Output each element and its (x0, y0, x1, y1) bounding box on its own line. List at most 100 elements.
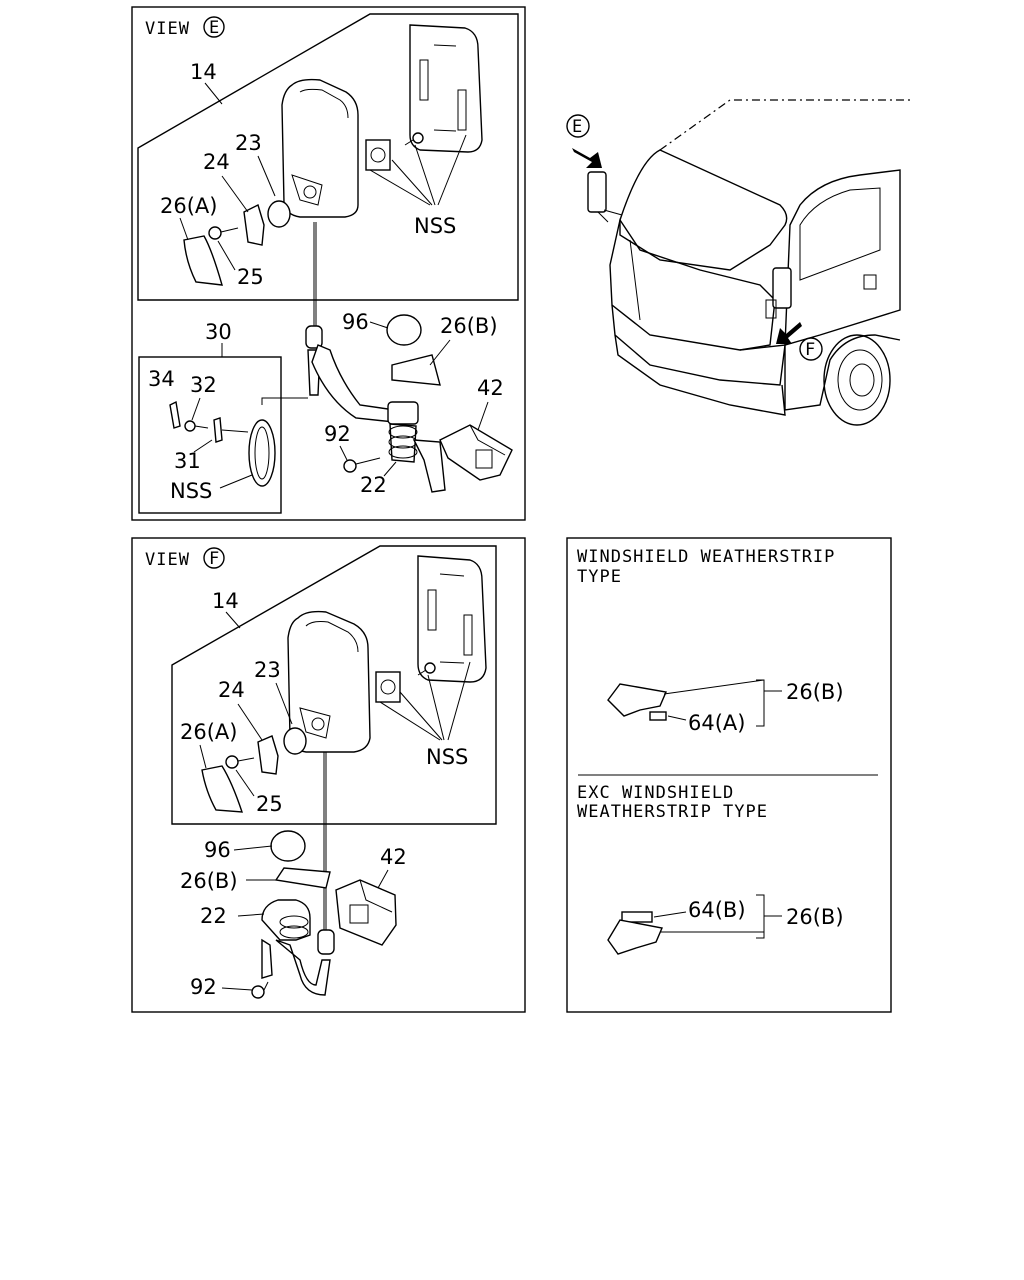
view-f-title-circle (203, 547, 225, 569)
windshield-part-26b (607, 683, 667, 717)
view-e-part-96 (386, 314, 422, 346)
truck-wheel (823, 334, 891, 426)
view-e-label-26a: 26(A) (160, 194, 217, 218)
view-e-label-14: 14 (190, 60, 217, 84)
view-f-label-26a: 26(A) (180, 720, 237, 744)
view-f-label-42: 42 (380, 845, 407, 869)
truck-fender (784, 334, 901, 411)
exc-label-26b: 26(B) (786, 905, 844, 929)
view-e-label-nss-top: NSS (414, 214, 456, 238)
view-e-label-25: 25 (237, 265, 264, 289)
view-e-title: VIEW (145, 19, 190, 39)
view-e-label-nss-bottom: NSS (170, 479, 212, 503)
view-e-label-31: 31 (174, 449, 201, 473)
truck-roof-line (659, 99, 910, 151)
view-e-label-24: 24 (203, 150, 230, 174)
windshield-label-26b: 26(B) (786, 680, 844, 704)
view-f-label-14: 14 (212, 589, 239, 613)
view-f-arm-assembly (261, 899, 335, 996)
view-f-label-24: 24 (218, 678, 245, 702)
view-e-part-42 (439, 424, 513, 481)
view-e-mirror-head (281, 78, 359, 218)
view-f-label-26b: 26(B) (180, 869, 238, 893)
view-e-frame (131, 6, 526, 521)
view-e-part-34 (169, 400, 181, 429)
windshield-part-64a (649, 711, 667, 721)
view-f-part-26b (274, 867, 331, 889)
truck-bumper-upper (611, 304, 786, 386)
exc-label-64b: 64(B) (688, 898, 746, 922)
view-e-label-92: 92 (324, 422, 351, 446)
marker-f-label: F (805, 340, 816, 360)
view-e-part-31 (213, 417, 223, 443)
view-f-part-42 (335, 879, 397, 946)
view-f-part-24 (257, 735, 279, 775)
view-e-arm-assembly (305, 325, 446, 493)
exc-type-line1: EXC WINDSHIELD (577, 783, 734, 803)
view-e-arrow-icon (572, 148, 602, 168)
windshield-type-line1: WINDSHIELD WEATHERSTRIP (577, 547, 835, 567)
view-e-part-32 (184, 420, 196, 432)
view-f-mirror-head (287, 610, 371, 753)
view-e-label-22: 22 (360, 473, 387, 497)
view-f-frame (131, 537, 526, 1013)
view-e-glass-bracket (365, 132, 424, 171)
view-e-part-23 (267, 200, 291, 228)
view-f-part-92 (251, 985, 265, 999)
view-f-label-25: 25 (256, 792, 283, 816)
view-f-label-22: 22 (200, 904, 227, 928)
view-e-part-92 (343, 459, 357, 473)
weatherstrip-panel: WINDSHIELD WEATHERSTRIP TYPE 26(B) 64(A)… (566, 537, 892, 1013)
view-e-label-26b: 26(B) (440, 314, 498, 338)
view-f-part-23 (283, 727, 307, 755)
view-e-part-25 (208, 226, 222, 240)
truck-front-panel (609, 218, 776, 351)
view-f-title: VIEW (145, 550, 190, 570)
view-e-panel: VIEW E (131, 6, 526, 521)
view-f-label-nss: NSS (426, 745, 468, 769)
view-e-part-nss-ring (248, 419, 276, 487)
view-e-title-mark: E (209, 18, 220, 38)
view-f-label-96: 96 (204, 838, 231, 862)
view-f-panel: VIEW F 14 (131, 537, 526, 1013)
view-e-mirror-subframe (137, 13, 519, 301)
view-e-label-34: 34 (148, 367, 175, 391)
exc-part-64b (621, 911, 653, 923)
view-f-part-26a (201, 765, 243, 813)
view-f-glass-bracket (375, 662, 436, 703)
view-f-mirror-subframe (171, 545, 497, 825)
view-f-title-mark: F (209, 549, 220, 569)
view-f-arrow-icon (776, 322, 802, 344)
view-e-subbox-30 (138, 356, 282, 514)
view-e-label-42: 42 (477, 376, 504, 400)
view-f-part-25 (225, 755, 239, 769)
view-f-part-96 (270, 830, 306, 862)
view-e-part-24 (243, 204, 265, 246)
view-e-part-26a (183, 235, 223, 286)
marker-e-circle (566, 114, 590, 138)
view-f-label-23: 23 (254, 658, 281, 682)
view-e-part-26b (391, 354, 441, 386)
view-e-label-30: 30 (205, 320, 232, 344)
marker-f-circle (799, 337, 823, 361)
truck-windshield (619, 149, 788, 271)
truck-cab-side (784, 169, 901, 346)
view-e-label-32: 32 (190, 373, 217, 397)
truck-side-window (799, 187, 881, 281)
windshield-label-64a: 64(A) (688, 711, 745, 735)
exc-part-26b (607, 919, 663, 955)
view-e-mirror-glass (409, 24, 483, 153)
truck-mirror-right (772, 267, 792, 309)
view-f-label-92: 92 (190, 975, 217, 999)
windshield-type-line2: TYPE (577, 567, 622, 587)
view-e-title-circle (203, 16, 225, 38)
view-e-label-96: 96 (342, 310, 369, 334)
view-e-label-23: 23 (235, 131, 262, 155)
marker-e-label: E (572, 117, 583, 137)
truck-side-marker (863, 274, 877, 290)
truck-mirror-left (587, 171, 607, 213)
exc-type-line2: WEATHERSTRIP TYPE (577, 802, 768, 822)
truck-overview: E F (566, 99, 910, 426)
weatherstrip-frame (566, 537, 892, 1013)
